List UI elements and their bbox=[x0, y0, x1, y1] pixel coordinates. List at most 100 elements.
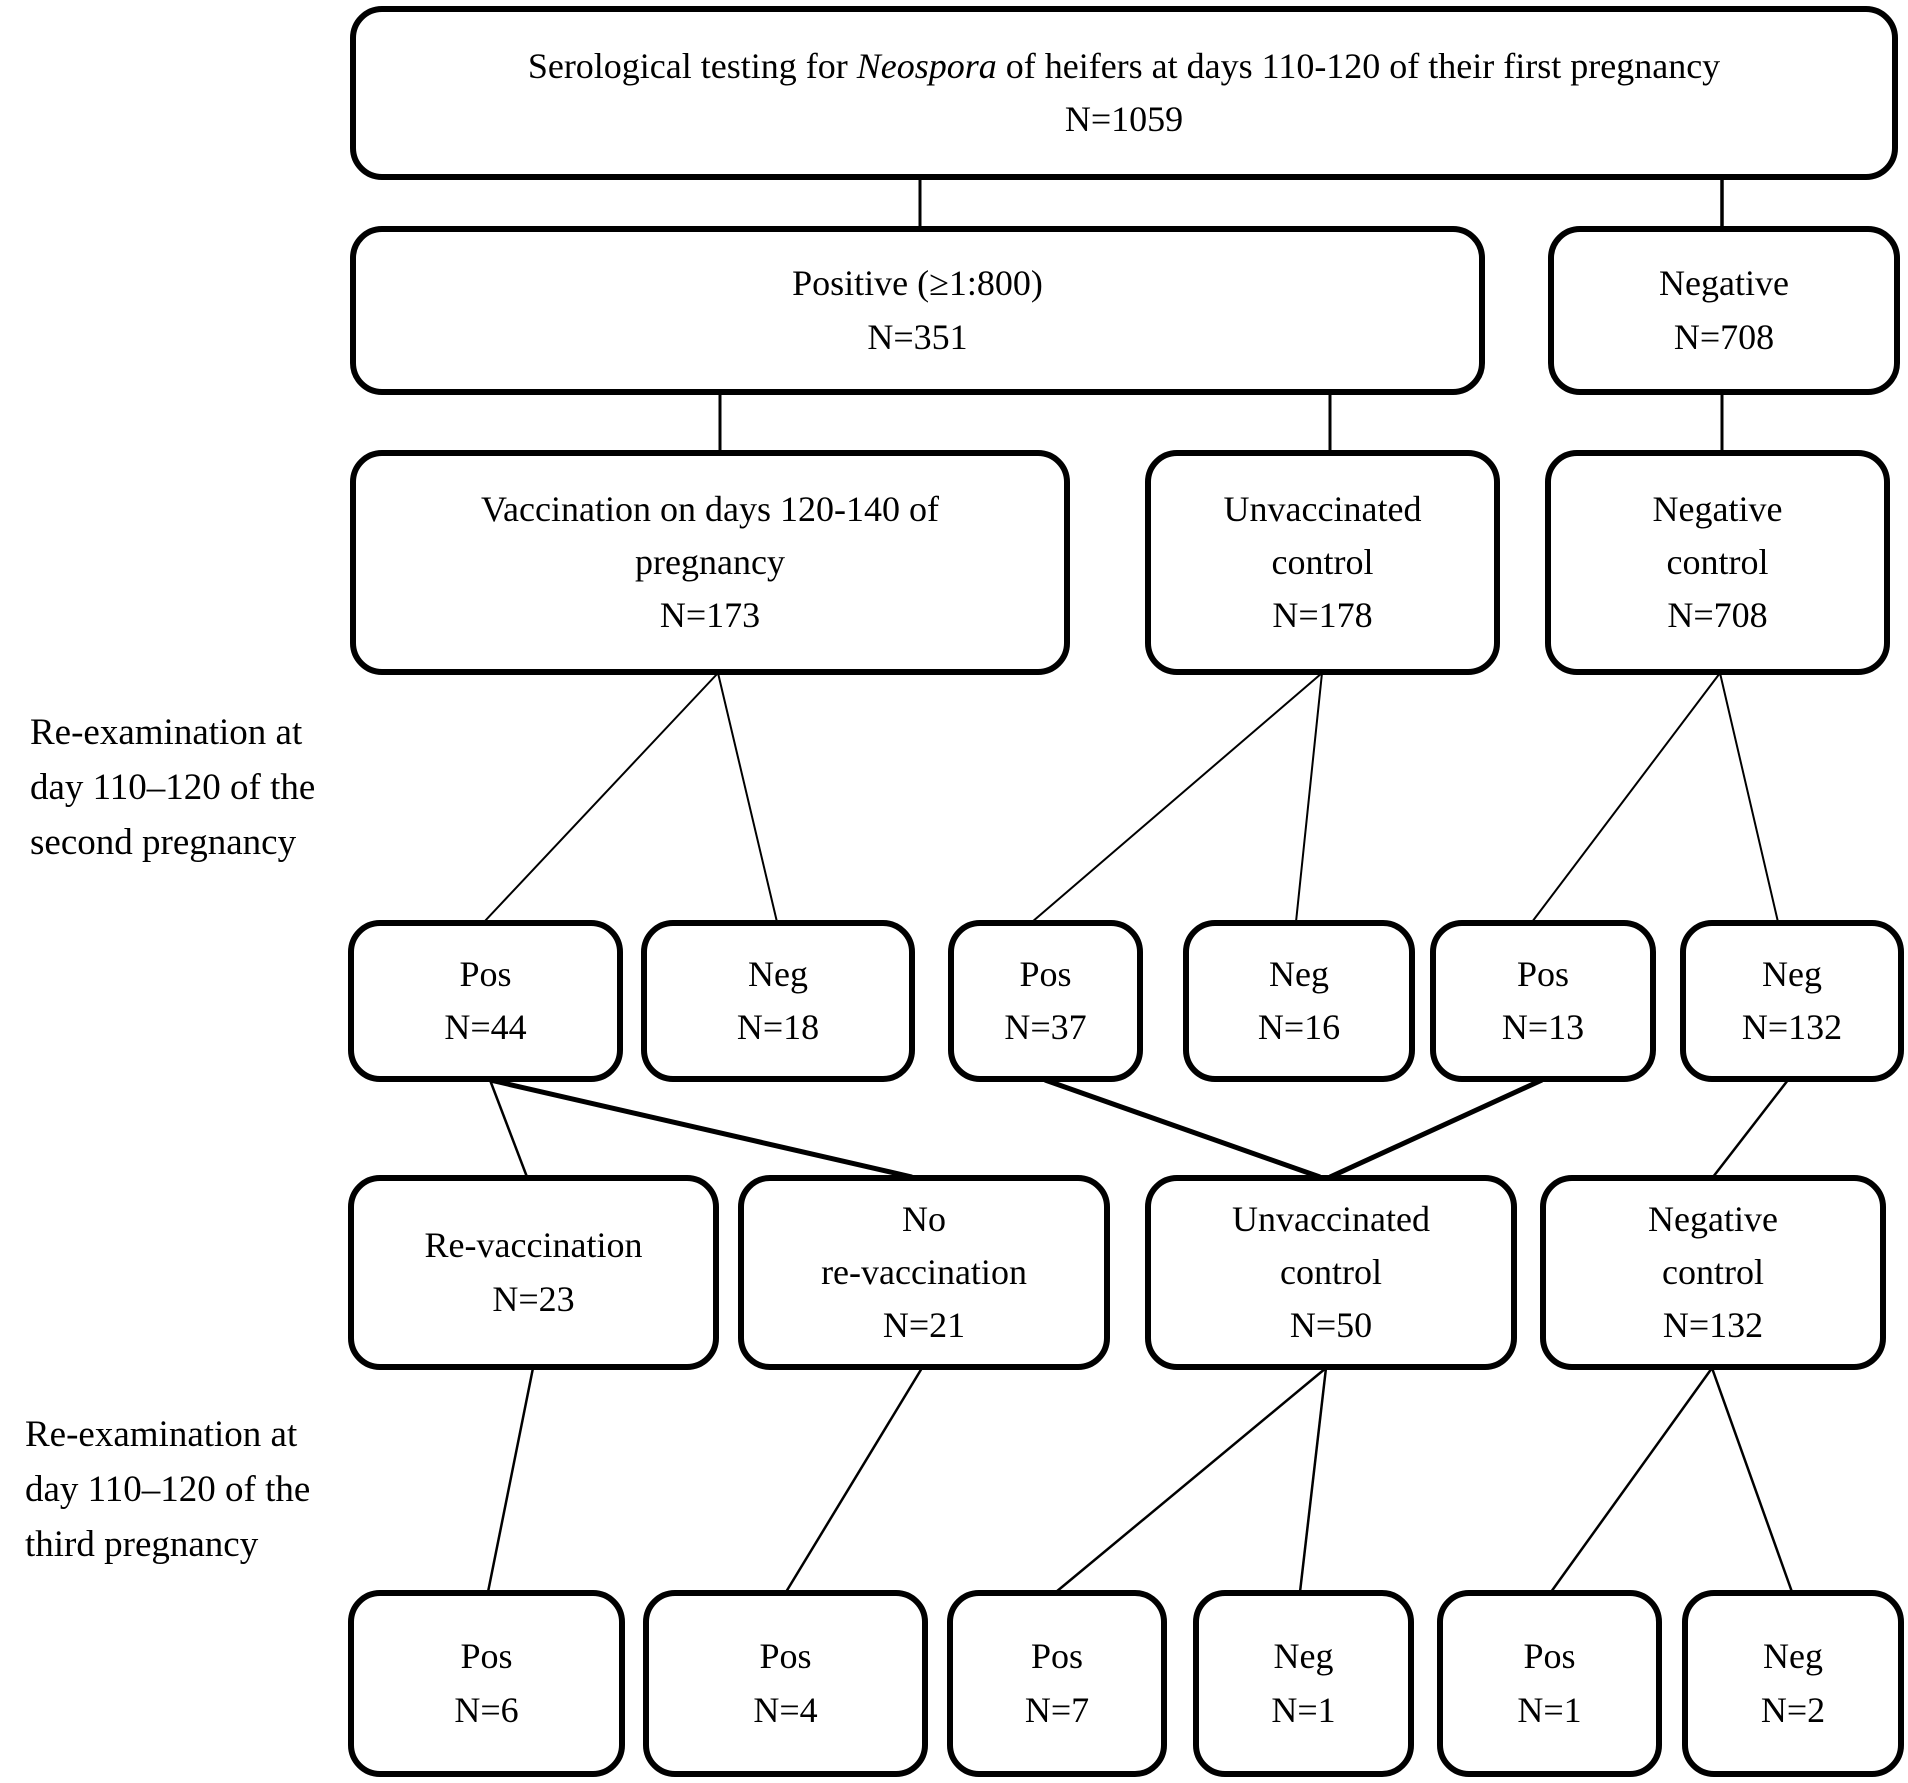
connector-unvaccinated-control-2-to-pos7 bbox=[1055, 1367, 1327, 1593]
node-neg132: Neg N=132 bbox=[1680, 920, 1904, 1082]
node-positive: Positive (≥1:800) N=351 bbox=[350, 226, 1485, 395]
node-label: Pos bbox=[460, 1636, 513, 1677]
node-neg2: Neg N=2 bbox=[1682, 1590, 1904, 1777]
node-label: Vaccination on days 120-140 of bbox=[481, 488, 939, 529]
node-label: Pos bbox=[1019, 953, 1072, 994]
node-count: N=37 bbox=[1004, 1007, 1087, 1047]
connector-pos44-to-no-revaccination bbox=[489, 1077, 913, 1180]
node-count: N=1 bbox=[1271, 1689, 1336, 1730]
node-pos4: Pos N=4 bbox=[643, 1590, 928, 1777]
connector-negative-control-1-to-neg132 bbox=[1719, 672, 1779, 923]
node-count: N=178 bbox=[1272, 595, 1373, 636]
connector-negative-control-2-to-pos1 bbox=[1549, 1367, 1714, 1593]
node-count: N=13 bbox=[1501, 1007, 1585, 1047]
node-label: re-vaccination bbox=[821, 1251, 1027, 1292]
node-label: Unvaccinated bbox=[1223, 488, 1422, 529]
node-count: N=50 bbox=[1289, 1305, 1373, 1346]
node-label: Positive (≥1:800) bbox=[792, 263, 1043, 304]
node-count: N=132 bbox=[1662, 1305, 1764, 1346]
connector-negative-control-1-to-pos13 bbox=[1531, 672, 1721, 923]
node-root-title: Serological testing for Neospora of heif… bbox=[528, 40, 1720, 93]
connector-no-revaccination-to-pos4 bbox=[784, 1367, 924, 1593]
node-label: pregnancy bbox=[635, 541, 785, 582]
node-label: Neg bbox=[748, 953, 808, 994]
side-label-second-pregnancy: Re-examination at day 110–120 of the sec… bbox=[30, 706, 340, 870]
node-pos6: Pos N=6 bbox=[348, 1590, 625, 1777]
side-label-line: day 110–120 of the bbox=[30, 766, 316, 808]
connector-pos44-to-revaccination bbox=[488, 1079, 529, 1178]
side-label-line: third pregnancy bbox=[25, 1523, 259, 1565]
node-label: Pos bbox=[1030, 1636, 1084, 1677]
side-label-line: second pregnancy bbox=[30, 821, 297, 863]
connector-negative-control-2-to-neg2 bbox=[1710, 1367, 1794, 1593]
node-count: N=6 bbox=[454, 1689, 519, 1730]
node-label: control bbox=[1271, 541, 1374, 582]
node-count: N=44 bbox=[444, 1007, 527, 1047]
node-root-title-pre: Serological testing for bbox=[527, 45, 857, 86]
node-label: Re-vaccination bbox=[424, 1225, 643, 1266]
node-count: N=16 bbox=[1257, 1007, 1341, 1047]
node-unvaccinated-control-1: Unvaccinated control N=178 bbox=[1145, 450, 1500, 675]
node-revaccination: Re-vaccination N=23 bbox=[348, 1175, 719, 1370]
node-label: Neg bbox=[1763, 1636, 1823, 1677]
node-label: Pos bbox=[459, 953, 512, 994]
node-neg18: Neg N=18 bbox=[641, 920, 915, 1082]
node-count: N=132 bbox=[1741, 1007, 1843, 1047]
node-count: N=21 bbox=[882, 1305, 966, 1346]
node-label: Pos bbox=[759, 1636, 812, 1677]
node-label: Unvaccinated bbox=[1232, 1198, 1430, 1239]
node-label: Neg bbox=[1269, 953, 1329, 994]
node-negative-control-2: Negative control N=132 bbox=[1540, 1175, 1886, 1370]
node-count: N=4 bbox=[753, 1689, 818, 1730]
node-root-title-post: of heifers at days 110-120 of their firs… bbox=[996, 45, 1721, 86]
node-count: N=708 bbox=[1673, 316, 1775, 357]
node-label: control bbox=[1666, 541, 1769, 582]
node-root-count: N=1059 bbox=[1064, 99, 1184, 139]
side-label-line: Re-examination at bbox=[30, 712, 303, 753]
connector-neg132-to-negative-control-2 bbox=[1712, 1079, 1789, 1178]
node-count: N=23 bbox=[492, 1278, 575, 1319]
node-count: N=173 bbox=[659, 595, 761, 636]
node-label: Negative bbox=[1648, 1198, 1778, 1239]
node-count: N=708 bbox=[1667, 595, 1768, 636]
node-label: Neg bbox=[1762, 953, 1822, 994]
connector-vaccination-to-pos44 bbox=[483, 672, 719, 923]
node-label: control bbox=[1662, 1251, 1764, 1292]
side-label-line: day 110–120 of the bbox=[25, 1468, 311, 1510]
connector-pos37-to-unvaccinated-control-2 bbox=[1044, 1077, 1321, 1180]
node-count: N=2 bbox=[1760, 1689, 1826, 1730]
node-pos1: Pos N=1 bbox=[1437, 1590, 1662, 1777]
node-label: No bbox=[902, 1198, 946, 1239]
node-root: Serological testing for Neospora of heif… bbox=[350, 6, 1898, 180]
node-label: Negative bbox=[1652, 488, 1783, 529]
node-pos13: Pos N=13 bbox=[1430, 920, 1656, 1082]
connector-unvaccinated-control-1-to-pos37 bbox=[1031, 672, 1323, 923]
node-neg16: Neg N=16 bbox=[1183, 920, 1415, 1082]
node-count: N=1 bbox=[1517, 1689, 1582, 1730]
node-no-revaccination: No re-vaccination N=21 bbox=[738, 1175, 1110, 1370]
node-negative: Negative N=708 bbox=[1548, 226, 1900, 395]
node-vaccination: Vaccination on days 120-140 of pregnancy… bbox=[350, 450, 1070, 675]
node-label: control bbox=[1280, 1251, 1382, 1292]
node-unvaccinated-control-2: Unvaccinated control N=50 bbox=[1145, 1175, 1517, 1370]
node-label: Pos bbox=[1523, 1636, 1576, 1677]
node-pos7: Pos N=7 bbox=[947, 1590, 1167, 1777]
connector-vaccination-to-neg18 bbox=[717, 672, 778, 923]
node-neg1: Neg N=1 bbox=[1193, 1590, 1414, 1777]
node-label: Pos bbox=[1516, 953, 1570, 994]
connector-unvaccinated-control-1-to-neg16 bbox=[1295, 672, 1323, 923]
node-pos44: Pos N=44 bbox=[348, 920, 623, 1082]
node-pos37: Pos N=37 bbox=[948, 920, 1143, 1082]
connector-unvaccinated-control-2-to-neg1 bbox=[1298, 1367, 1328, 1593]
connector-pos13-to-unvaccinated-control-2 bbox=[1328, 1077, 1544, 1180]
node-count: N=7 bbox=[1024, 1689, 1090, 1730]
side-label-third-pregnancy: Re-examination at day 110–120 of the thi… bbox=[25, 1408, 335, 1572]
node-label: Neg bbox=[1273, 1636, 1334, 1677]
node-root-title-italic: Neospora bbox=[856, 45, 997, 86]
connector-revaccination-to-pos6 bbox=[486, 1367, 535, 1593]
node-label: Negative bbox=[1659, 263, 1789, 304]
side-label-line: Re-examination at bbox=[25, 1414, 298, 1455]
node-count: N=18 bbox=[736, 1007, 820, 1047]
